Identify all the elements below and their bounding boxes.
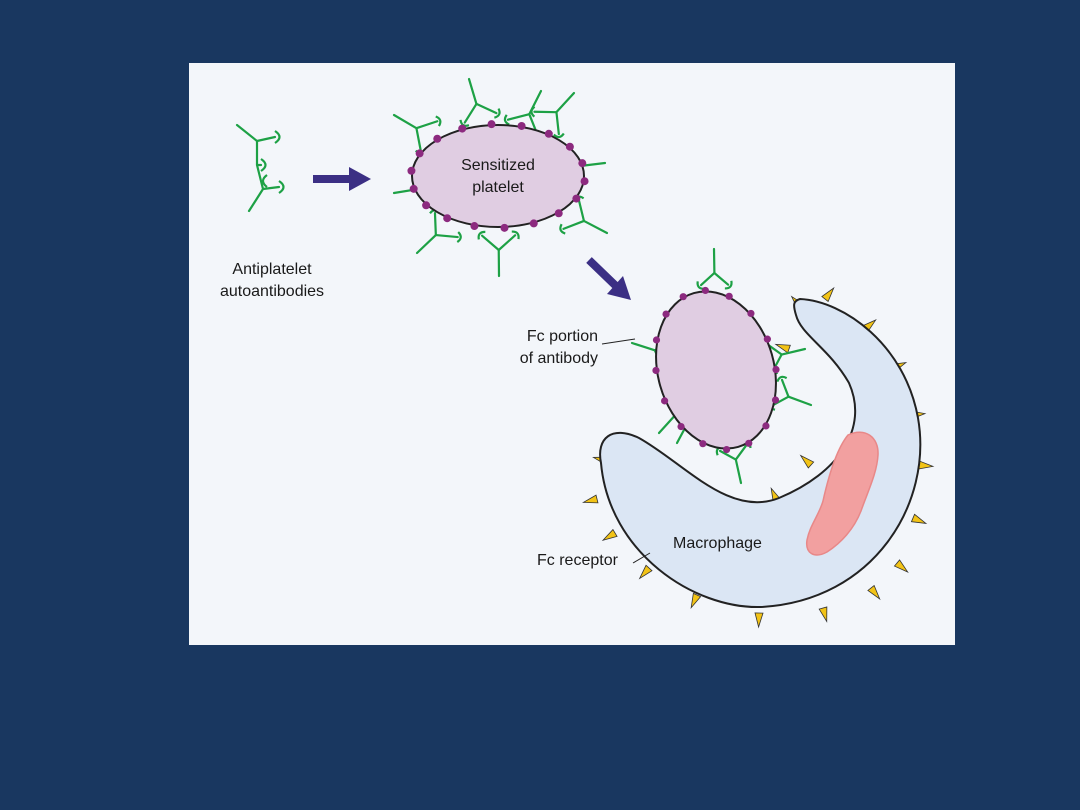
fc-receptor-icon	[754, 612, 764, 629]
fc-dot	[415, 149, 424, 158]
fc-dot	[458, 124, 467, 133]
sensitized-platelet	[411, 124, 585, 228]
fc-dot	[433, 134, 442, 143]
fc-dots	[407, 120, 589, 232]
antibody-icon	[477, 230, 520, 278]
fc-leader-line	[601, 338, 636, 345]
fc-dot	[580, 177, 589, 186]
fc-dot	[699, 440, 707, 448]
fc-dot	[725, 292, 733, 300]
fc-dot	[422, 201, 431, 210]
macrophage-label: Macrophage	[673, 535, 762, 552]
fc-receptor-icon	[601, 528, 618, 541]
antibody-label: Antiplatelet autoantibodies	[197, 259, 347, 303]
fc-dot	[762, 422, 770, 430]
fc-dot	[652, 336, 661, 344]
fc-dot	[565, 142, 574, 151]
fc-dot	[470, 222, 479, 231]
platelet-label: Sensitized platelet	[438, 155, 558, 199]
arrow-down-right-icon	[586, 257, 631, 300]
fc-dot	[701, 286, 709, 295]
macrophage-nucleus	[806, 431, 879, 556]
fc-dot	[409, 184, 418, 193]
fc-dot	[572, 194, 581, 203]
fc-receptor-icon	[774, 343, 791, 354]
opsonized-platelet	[655, 290, 777, 450]
fc-dot	[407, 166, 416, 175]
fc-dot	[517, 121, 526, 130]
fc-portion-label: Fc portion of antibody	[477, 326, 598, 370]
fc-dot	[578, 159, 587, 168]
fc-receptor-icon	[910, 513, 928, 525]
receptor-label: Fc receptor	[537, 552, 618, 569]
platelet-label-line-2: platelet	[472, 179, 524, 196]
fc-receptor-icon	[638, 564, 653, 580]
fc-label-line-2: of antibody	[519, 350, 598, 367]
antibody-icon	[559, 195, 609, 235]
fc-dot	[487, 120, 496, 129]
fc-receptor-icon	[821, 286, 835, 303]
fc-dot	[745, 439, 753, 447]
diagram-panel: Antiplatelet autoantibodies Sensitized p…	[189, 63, 955, 645]
antibody-icon	[459, 77, 501, 127]
fc-receptor-icon	[867, 584, 881, 601]
fc-dot	[500, 223, 509, 232]
fc-receptor-icon	[818, 606, 828, 623]
fc-dot	[677, 422, 685, 431]
fc-dot	[652, 366, 660, 375]
fc-receptor-icon	[581, 494, 599, 504]
receptor-leader-line	[632, 552, 651, 564]
fc-dot	[772, 365, 780, 374]
fc-dot	[544, 129, 553, 138]
fc-dot	[662, 310, 670, 318]
antibody-label-line-1: Antiplatelet	[232, 261, 312, 278]
free-antibody-icon	[235, 123, 285, 213]
fc-dot	[529, 219, 538, 228]
fc-dot	[747, 309, 755, 318]
fc-dot	[679, 293, 687, 301]
fc-receptor-icon	[893, 559, 909, 573]
fc-dot	[554, 209, 563, 218]
arrow-right-icon	[313, 167, 371, 191]
antibody-label-line-2: autoantibodies	[219, 283, 325, 300]
platelet-label-line-1: Sensitized	[461, 157, 535, 174]
fc-receptor-icon	[690, 592, 702, 610]
diagram-canvas	[189, 63, 955, 645]
fc-dot	[443, 214, 452, 223]
fc-dots-bottom	[652, 286, 780, 454]
fc-label-line-1: Fc portion	[526, 328, 598, 345]
fc-receptor-icon	[799, 454, 815, 469]
fc-dot	[763, 335, 771, 343]
fc-dot	[723, 445, 731, 454]
fc-dot	[771, 396, 780, 404]
fc-dot	[661, 397, 669, 405]
